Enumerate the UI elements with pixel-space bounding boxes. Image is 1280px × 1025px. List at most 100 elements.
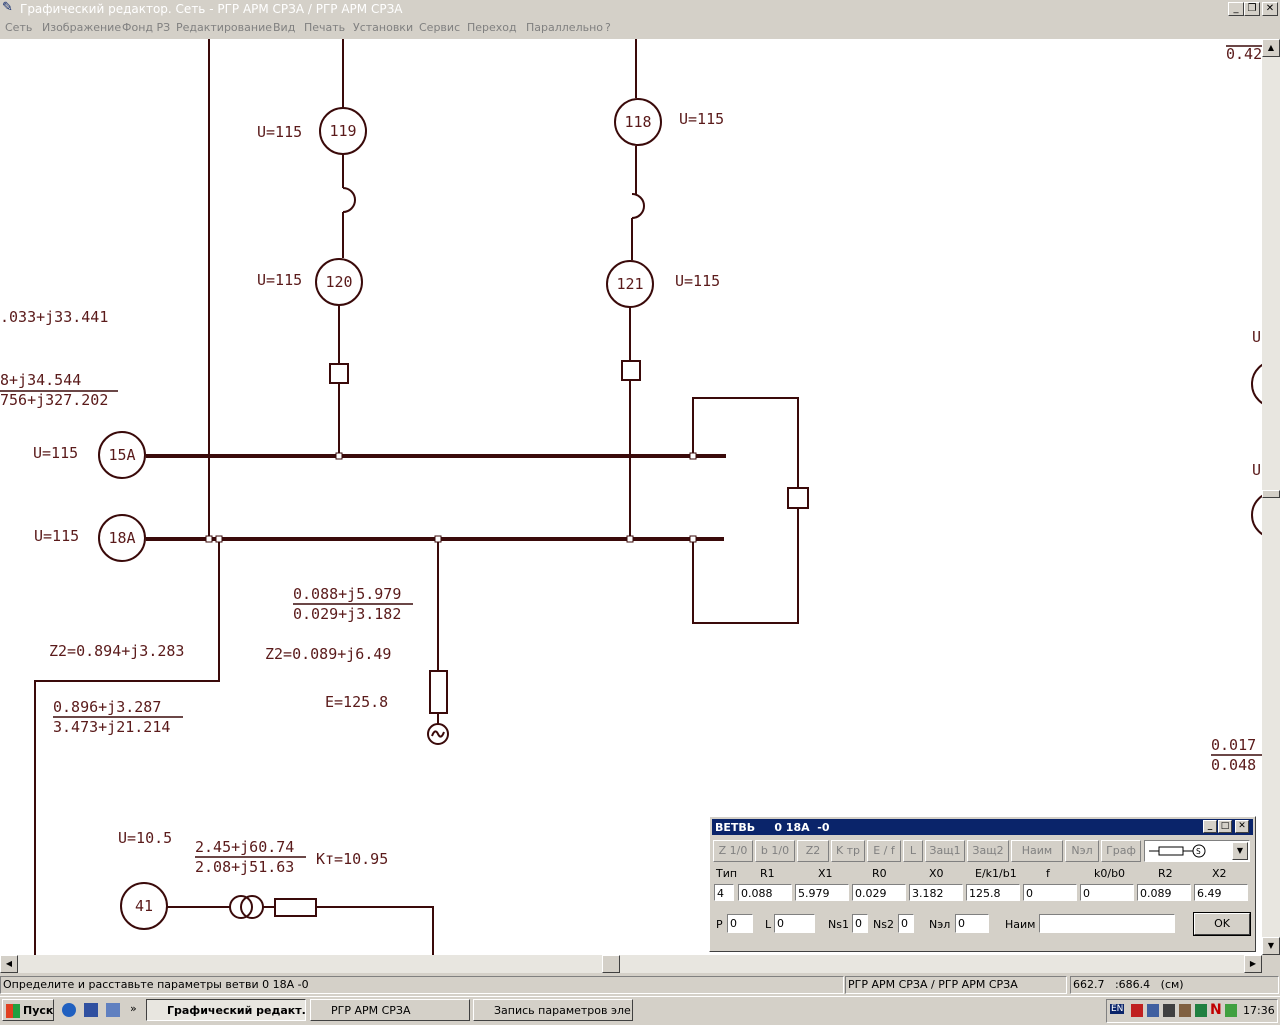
chevron-down-icon[interactable]: ▼ bbox=[1232, 842, 1248, 860]
tool-graph[interactable]: Граф bbox=[1101, 840, 1141, 862]
menu-goto[interactable]: Переход bbox=[467, 21, 517, 34]
node-120[interactable] bbox=[315, 258, 363, 306]
menu-network[interactable]: Сеть bbox=[5, 21, 33, 34]
tray-app2-icon[interactable] bbox=[1179, 1004, 1191, 1017]
horizontal-scroll-thumb[interactable] bbox=[602, 955, 620, 973]
title-bar: ✎ Графический редактор. Сеть - РГР АРМ С… bbox=[0, 0, 1280, 18]
field-r1[interactable]: 0.088 bbox=[738, 884, 792, 901]
task-records[interactable]: Запись параметров эле... bbox=[473, 999, 633, 1021]
tool-prot1[interactable]: Защ1 bbox=[925, 840, 965, 862]
node-120-label: 120 bbox=[325, 273, 352, 291]
antivirus-icon[interactable] bbox=[1131, 1004, 1143, 1017]
app-quick-icon[interactable] bbox=[106, 1003, 120, 1017]
quicklaunch-more-icon[interactable]: » bbox=[130, 1002, 137, 1015]
field-l[interactable]: 0 bbox=[774, 914, 815, 933]
tool-name[interactable]: Наим bbox=[1011, 840, 1063, 862]
wire-left-lower bbox=[34, 540, 220, 955]
wire-trans-right bbox=[316, 906, 434, 955]
field-f[interactable]: 0 bbox=[1023, 884, 1077, 901]
window-title: Графический редактор. Сеть - РГР АРМ СРЗ… bbox=[20, 2, 403, 16]
vertical-scroll-thumb[interactable] bbox=[1262, 490, 1280, 498]
scroll-down-icon[interactable]: ▼ bbox=[1262, 937, 1280, 955]
node-118[interactable] bbox=[614, 98, 662, 146]
tool-b10[interactable]: b 1/0 bbox=[755, 840, 795, 862]
field-x1[interactable]: 5.979 bbox=[795, 884, 849, 901]
start-button[interactable]: Пуск bbox=[2, 999, 54, 1021]
tray-app3-icon[interactable] bbox=[1195, 1004, 1207, 1017]
menu-settings[interactable]: Установки bbox=[353, 21, 414, 34]
field-ek1b1[interactable]: 125.8 bbox=[966, 884, 1020, 901]
voltage-41: U=10.5 bbox=[118, 829, 172, 847]
ok-button[interactable]: OK bbox=[1193, 912, 1251, 936]
junction bbox=[689, 535, 697, 543]
menu-bar: Сеть Изображение Фонд РЗ Редактирование … bbox=[0, 19, 1280, 38]
field-r0[interactable]: 0.029 bbox=[852, 884, 906, 901]
tool-nel[interactable]: Nэл bbox=[1065, 840, 1099, 862]
emf-label: E=125.8 bbox=[325, 693, 388, 711]
minimize-button[interactable]: _ bbox=[1228, 2, 1244, 16]
field-ns1[interactable]: 0 bbox=[852, 914, 868, 933]
col-label-ek1b1: E/k1/b1 bbox=[975, 867, 1017, 880]
transformer-coil-1 bbox=[229, 895, 253, 919]
node-18a[interactable] bbox=[98, 514, 146, 562]
field-name[interactable] bbox=[1039, 914, 1175, 933]
menu-service[interactable]: Сервис bbox=[419, 21, 461, 34]
tool-ef[interactable]: E / f bbox=[867, 840, 901, 862]
field-x2[interactable]: 6.49 bbox=[1194, 884, 1248, 901]
save-icon[interactable] bbox=[84, 1003, 98, 1017]
node-121[interactable] bbox=[606, 260, 654, 308]
tool-l[interactable]: L bbox=[903, 840, 923, 862]
menu-help[interactable]: ? bbox=[605, 21, 611, 34]
node-15a-label: 15A bbox=[108, 446, 135, 464]
tool-prot2[interactable]: Защ2 bbox=[967, 840, 1009, 862]
menu-parallel[interactable]: Параллельно bbox=[526, 21, 603, 34]
tool-z2[interactable]: Z2 bbox=[797, 840, 829, 862]
impedance-right-num: 0.017 bbox=[1211, 736, 1256, 754]
node-119[interactable] bbox=[319, 107, 367, 155]
close-button[interactable]: ✕ bbox=[1262, 2, 1278, 16]
element-type-select[interactable]: S ▼ bbox=[1144, 840, 1250, 862]
voltage-121: U=115 bbox=[675, 272, 720, 290]
field-nel[interactable]: 0 bbox=[955, 914, 989, 933]
network-icon[interactable] bbox=[1147, 1004, 1159, 1017]
field-type[interactable]: 4 bbox=[714, 884, 734, 901]
task-rgr[interactable]: РГР АРМ СРЗА bbox=[310, 999, 470, 1021]
scroll-right-icon[interactable]: ▶ bbox=[1244, 955, 1262, 973]
task-graphic-editor[interactable]: Графический редакт... bbox=[146, 999, 306, 1021]
impedance-branch-den: 0.029+j3.182 bbox=[293, 605, 401, 623]
dialog-maximize-button[interactable]: □ bbox=[1218, 820, 1232, 833]
field-k0b0[interactable]: 0 bbox=[1080, 884, 1134, 901]
node-15a[interactable] bbox=[98, 431, 146, 479]
menu-view[interactable]: Вид bbox=[273, 21, 296, 34]
drawing-canvas[interactable]: 119 118 120 121 15A 18A 41 U=115 U=115 U… bbox=[0, 39, 1262, 955]
scroll-left-icon[interactable]: ◀ bbox=[0, 955, 18, 973]
col-label-x0: X0 bbox=[929, 867, 944, 880]
scroll-up-icon[interactable]: ▲ bbox=[1262, 39, 1280, 57]
menu-print[interactable]: Печать bbox=[304, 21, 346, 34]
ie-icon[interactable] bbox=[62, 1003, 76, 1017]
impedance-right-top: 0.42 bbox=[1226, 45, 1262, 63]
impedance-left-den: 3.473+j21.214 bbox=[53, 718, 170, 736]
language-indicator[interactable]: EN bbox=[1110, 1004, 1125, 1014]
z2-left: Z2=0.894+j3.283 bbox=[49, 642, 184, 660]
tray-app4-icon[interactable] bbox=[1225, 1004, 1237, 1017]
dialog-minimize-button[interactable]: _ bbox=[1203, 820, 1217, 833]
field-r2[interactable]: 0.089 bbox=[1137, 884, 1191, 901]
restore-button[interactable]: ❐ bbox=[1244, 2, 1260, 16]
menu-image[interactable]: Изображение bbox=[42, 21, 122, 34]
col-label-k0b0: k0/b0 bbox=[1094, 867, 1126, 880]
field-ns2[interactable]: 0 bbox=[898, 914, 914, 933]
field-x0[interactable]: 3.182 bbox=[909, 884, 963, 901]
tool-z10[interactable]: Z 1/0 bbox=[713, 840, 753, 862]
vertical-scrollbar[interactable]: ▲ ▼ bbox=[1262, 39, 1280, 955]
field-p[interactable]: 0 bbox=[727, 914, 753, 933]
tray-app-icon[interactable] bbox=[1163, 1004, 1175, 1017]
horizontal-scrollbar[interactable]: ◀ ▶ bbox=[0, 955, 1262, 973]
tray-n-icon[interactable]: N bbox=[1210, 1002, 1222, 1018]
tool-ktr[interactable]: K тр bbox=[831, 840, 865, 862]
menu-edit[interactable]: Редактирование bbox=[176, 21, 272, 34]
dialog-close-button[interactable]: ✕ bbox=[1235, 820, 1249, 833]
menu-fund[interactable]: Фонд РЗ bbox=[122, 21, 171, 34]
label-p: P bbox=[716, 918, 723, 931]
node-41[interactable] bbox=[120, 882, 168, 930]
